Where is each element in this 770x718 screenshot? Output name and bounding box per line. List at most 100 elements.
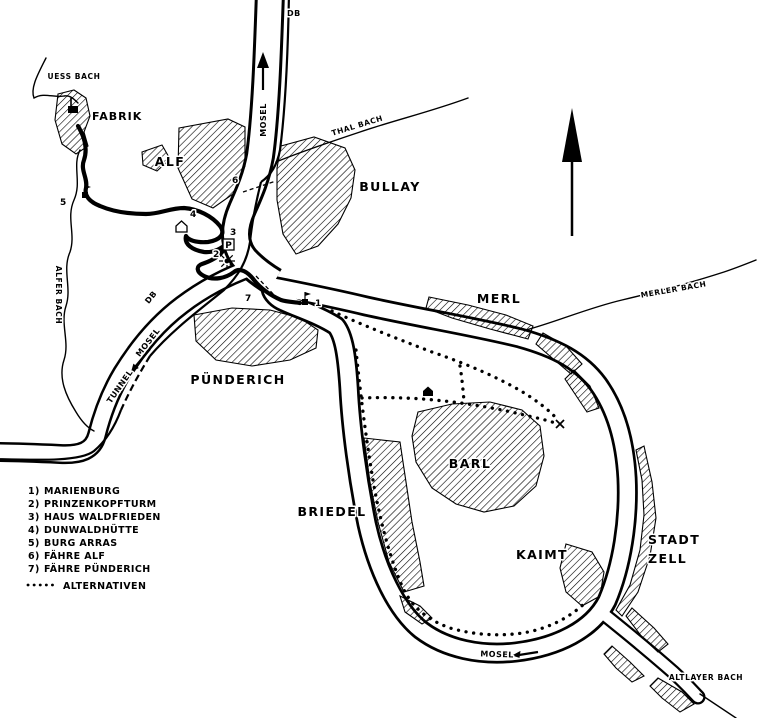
label-db-southwest: DB xyxy=(143,289,159,305)
alternative-route-3 xyxy=(360,395,560,426)
label-mosel-north: MOSEL xyxy=(259,103,268,137)
main-route-path xyxy=(75,123,303,306)
trail-route xyxy=(75,123,303,306)
flow-arrow-southwest xyxy=(131,348,151,372)
area-barl xyxy=(411,401,545,513)
merler-bach-stream xyxy=(525,259,757,331)
thal-bach-stream xyxy=(275,97,469,163)
legend-item-5: 5) BURG ARRAS xyxy=(28,538,118,549)
legend-label-7: FÄHRE PÜNDERICH xyxy=(44,564,151,575)
legend-num-3: 3) xyxy=(28,512,40,523)
map-symbols: P xyxy=(68,52,582,658)
legend-num-7: 7) xyxy=(28,564,40,575)
river-network xyxy=(0,0,706,705)
label-puenderich: PÜNDERICH xyxy=(190,372,285,387)
legend-item-3: 3) HAUS WALDFRIEDEN xyxy=(28,512,161,523)
legend-num-5: 5) xyxy=(28,538,40,549)
area-zell-se-3 xyxy=(649,677,695,713)
alternative-route-4 xyxy=(458,364,466,403)
label-db-north: DB xyxy=(287,9,301,18)
hut-dunwaldhuette-icon xyxy=(175,220,188,233)
marker-6-faehre-alf: 6 xyxy=(232,176,238,186)
legend-item-6: 6) FÄHRE ALF xyxy=(28,551,105,562)
label-stadt: STADT xyxy=(648,532,700,547)
river-mosel-southwest-white xyxy=(0,259,256,462)
flow-arrow-bottom xyxy=(512,650,539,658)
area-zell-se-1 xyxy=(625,607,669,653)
area-bullay xyxy=(276,136,356,255)
area-zell-se-2 xyxy=(603,645,645,683)
parking-label: P xyxy=(225,241,232,251)
label-barl: BARL xyxy=(449,456,491,471)
legend-num-6: 6) xyxy=(28,551,40,562)
label-kaimt: KAIMT xyxy=(516,547,568,562)
marker-7-faehre-puenderich: 7 xyxy=(245,294,251,304)
alternative-routes xyxy=(330,309,589,637)
area-briedel-small xyxy=(399,594,433,625)
legend-label-2: PRINZENKOPFTURM xyxy=(44,499,157,510)
castle-marienburg-icon xyxy=(302,292,311,305)
railway-north xyxy=(260,0,290,183)
label-briedel: BRIEDEL xyxy=(297,504,366,519)
area-alf xyxy=(177,118,246,209)
legend-label-4: DUNWALDHÜTTE xyxy=(44,525,139,536)
label-altlayer-bach: ALTLAYER BACH xyxy=(669,673,743,682)
marker-4-dunwaldhuette: 4 xyxy=(190,210,196,220)
marker-3-haus-waldfrieden: 3 xyxy=(230,228,236,238)
label-alf: ALF xyxy=(155,154,185,169)
legend-label-1: MARIENBURG xyxy=(44,486,120,497)
legend-label-5: BURG ARRAS xyxy=(44,538,118,549)
altlayer-bach-stream xyxy=(699,693,737,718)
river-mosel-loop-white xyxy=(263,278,636,661)
alfer-bach-stream xyxy=(61,149,95,432)
area-puenderich xyxy=(193,307,319,367)
castle-burg-arras-icon xyxy=(82,185,91,198)
legend-num-1: 1) xyxy=(28,486,40,497)
label-mosel-bottom: MOSEL xyxy=(480,649,514,659)
parking-box: P xyxy=(222,238,235,253)
legend-item-1: 1) MARIENBURG xyxy=(28,486,120,497)
legend: 1) MARIENBURG 2) PRINZENKOPFTURM 3) HAUS WA… xyxy=(27,485,162,594)
label-merler-bach: MERLER BACH xyxy=(640,279,707,299)
alternative-route-1 xyxy=(330,309,559,421)
route-junction-x-mark xyxy=(555,419,565,429)
area-briedel xyxy=(363,437,425,593)
railway-tunnel-section xyxy=(119,355,151,411)
lookout-sunburst-icon xyxy=(219,253,235,269)
north-arrow xyxy=(562,108,582,236)
area-kaimt xyxy=(559,543,605,607)
marker-1-marienburg: 1 xyxy=(315,299,321,309)
legend-alternatives-label: ALTERNATIVEN xyxy=(63,581,146,592)
ferry-puenderich-crossing xyxy=(255,275,277,298)
label-zell: ZELL xyxy=(648,551,687,566)
label-fabrik: FABRIK xyxy=(92,110,142,123)
railway-southwest xyxy=(149,181,263,357)
legend-label-6: FÄHRE ALF xyxy=(44,551,105,562)
flow-arrow-north xyxy=(257,52,269,90)
area-merl-3 xyxy=(564,369,600,413)
label-bullay: BULLAY xyxy=(359,179,421,194)
railway-south xyxy=(0,409,123,461)
railway xyxy=(0,0,290,461)
streams xyxy=(32,57,757,718)
river-mosel-southeast-white xyxy=(595,606,704,703)
factory-icon xyxy=(68,98,78,113)
legend-label-3: HAUS WALDFRIEDEN xyxy=(44,512,161,523)
alternative-route-2 xyxy=(354,348,589,637)
legend-num-2: 2) xyxy=(28,499,40,510)
area-zell xyxy=(615,445,657,617)
ferry-alf-crossing xyxy=(242,180,277,193)
label-merl: MERL xyxy=(477,291,521,306)
marker-2-prinzenkopfturm: 2 xyxy=(213,250,219,260)
legend-num-4: 4) xyxy=(28,525,40,536)
legend-item-7: 7) FÄHRE PÜNDERICH xyxy=(28,564,151,575)
hut-alternative-icon xyxy=(423,386,433,396)
label-thal-bach: THAL BACH xyxy=(330,114,384,138)
label-alfer-bach: ALFER BACH xyxy=(54,266,63,325)
label-uess-bach: UESS BACH xyxy=(48,72,101,81)
legend-item-2: 2) PRINZENKOPFTURM xyxy=(28,499,157,510)
uess-bach-stream xyxy=(32,57,79,104)
legend-item-4: 4) DUNWALDHÜTTE xyxy=(28,525,139,536)
